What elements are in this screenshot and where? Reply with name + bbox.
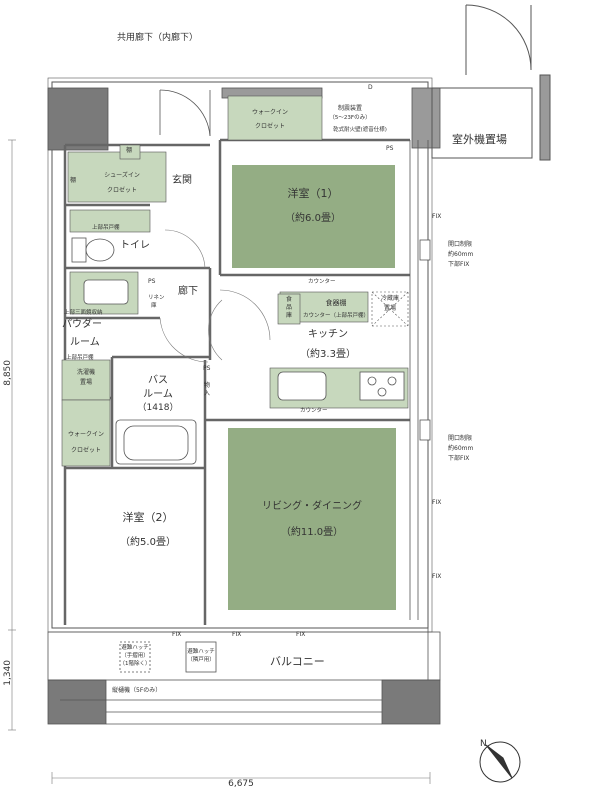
living-dining-fill [228, 428, 396, 610]
corridor-label: 共用廊下（内廊下） [117, 33, 199, 43]
pantry-label-2: 品 [286, 304, 293, 311]
hallway-label: 廊下 [178, 286, 198, 297]
hatch1-line1: 避難ハッチ [121, 645, 149, 651]
entrance-door [159, 89, 211, 137]
storage-label-1: 物 [204, 382, 211, 389]
fridge-label-2: 置場 [383, 305, 397, 312]
kitchen-fixtures [277, 371, 405, 401]
window1-note-1: 開口制限 [448, 241, 473, 248]
dimension-depth-balcony: 1,340 [3, 660, 13, 686]
powder-upper-cabinet: 上部吊戸棚 [66, 355, 94, 361]
powder-room-label-2: ルーム [70, 337, 100, 348]
walkin-left-label-2: クロゼット [70, 447, 102, 454]
powder-upper-mirror: 上部三面鏡収納 [64, 310, 103, 316]
western-room-1-name: 洋室（1） [287, 187, 339, 200]
western-room-2-name: 洋室（2） [122, 511, 174, 524]
dimension-lines [8, 139, 431, 784]
powder-room-label-1: パウダー [62, 319, 102, 330]
toilet-upper-cabinet: 上部吊戸棚 [92, 225, 120, 231]
ps-label-2: PS [148, 278, 156, 285]
columns [47, 87, 441, 725]
dish-cabinet-label: 食器棚 [325, 299, 347, 307]
bath-label-1: バス [148, 375, 168, 386]
outdoor-unit-label: 室外機置場 [452, 133, 507, 146]
fix-label-1: FIX [432, 213, 442, 220]
linen-label-1: リネン [148, 295, 165, 301]
kitchen-name: キッチン [308, 329, 348, 340]
washer-label-1: 洗濯機 [76, 369, 96, 376]
corridor-door [465, 4, 532, 75]
powder-sink [83, 279, 129, 305]
storage-label-2: 入 [204, 390, 211, 397]
counter-bottom-label: カウンター [300, 408, 328, 414]
western-room-1-fill [232, 165, 395, 268]
western-room-2-area: （約5.0畳） [120, 537, 176, 548]
outdoor-unit-area [431, 74, 551, 161]
entrance-label: 玄関 [172, 175, 192, 186]
pantry-label-1: 食 [286, 296, 293, 303]
hatch2-line1: 避難ハッチ [187, 649, 215, 655]
counter-top-label: カウンター [308, 279, 336, 285]
shoe-closet-label-1: シューズイン [104, 172, 140, 179]
fix-balcony-2: FIX [232, 631, 242, 638]
damper-label-1: 制震装置 [337, 105, 363, 112]
fridge-label-1: 冷蔵庫 [380, 295, 400, 302]
dimension-width: 6,675 [228, 779, 254, 789]
window2-note-3: 下部FIX [448, 455, 470, 462]
walkin-left-label-1: ウォークイン [67, 431, 105, 438]
room-fills [228, 165, 396, 610]
fix-label-3: FIX [432, 573, 442, 580]
pantry-label-3: 庫 [286, 312, 293, 319]
linen-label-2: 庫 [151, 303, 157, 309]
window1-note-2: 約60mm [448, 251, 474, 258]
bathtub [115, 419, 197, 465]
ps-label-3: PS [203, 365, 211, 372]
window2-note-1: 開口制限 [448, 435, 473, 442]
dish-cabinet-sub: カウンター（上部吊戸棚） [302, 313, 370, 319]
western-room-1-area: （約6.0畳） [285, 213, 341, 224]
fix-balcony-3: FIX [296, 631, 306, 638]
living-dining-name: リビング・ダイニング [262, 501, 362, 512]
shoe-closet-label-2: クロゼット [106, 187, 138, 194]
damper-label-2: （5～23Fのみ） [329, 115, 371, 121]
shelf-label: 棚 [126, 147, 133, 154]
fridge-space [371, 291, 409, 327]
washer-label-2: 置場 [79, 379, 93, 386]
walkin-top-label-1: ウォークイン [251, 109, 289, 116]
ladder-note: 縦樋機（5Fのみ） [112, 687, 162, 694]
hatch1-line3: （1階除く） [119, 661, 151, 667]
compass-north-label: N [480, 739, 487, 749]
hatch2-line2: （隣戸用） [187, 657, 215, 663]
fire-wall-label: 乾式耐火壁(遮音仕様) [333, 127, 387, 133]
walkin-top-label-2: クロゼット [254, 123, 286, 130]
shelf-label-2: 棚 [70, 177, 77, 184]
window2-note-2: 約60mm [448, 445, 474, 452]
balcony-label: バルコニー [270, 655, 325, 668]
d-mark: D [368, 84, 373, 91]
right-windows [409, 140, 431, 680]
hatch1-line2: （手摺用） [121, 653, 149, 659]
fix-balcony-1: FIX [172, 631, 182, 638]
bath-label-3: （1418） [137, 403, 179, 413]
fix-label-2: FIX [432, 499, 442, 506]
window1-note-3: 下部FIX [448, 261, 470, 268]
balcony-area [47, 631, 441, 725]
bath-label-2: ルーム [143, 389, 173, 400]
ps-label-1: PS [386, 145, 394, 152]
toilet-label: トイレ [120, 240, 150, 251]
dimension-depth-main: 8,850 [3, 360, 13, 386]
kitchen-area: （約3.3畳） [300, 349, 356, 360]
compass [479, 741, 521, 783]
toilet-fixture [71, 237, 115, 263]
interior-door-arcs [159, 229, 271, 363]
living-dining-area: （約11.0畳） [280, 527, 344, 538]
